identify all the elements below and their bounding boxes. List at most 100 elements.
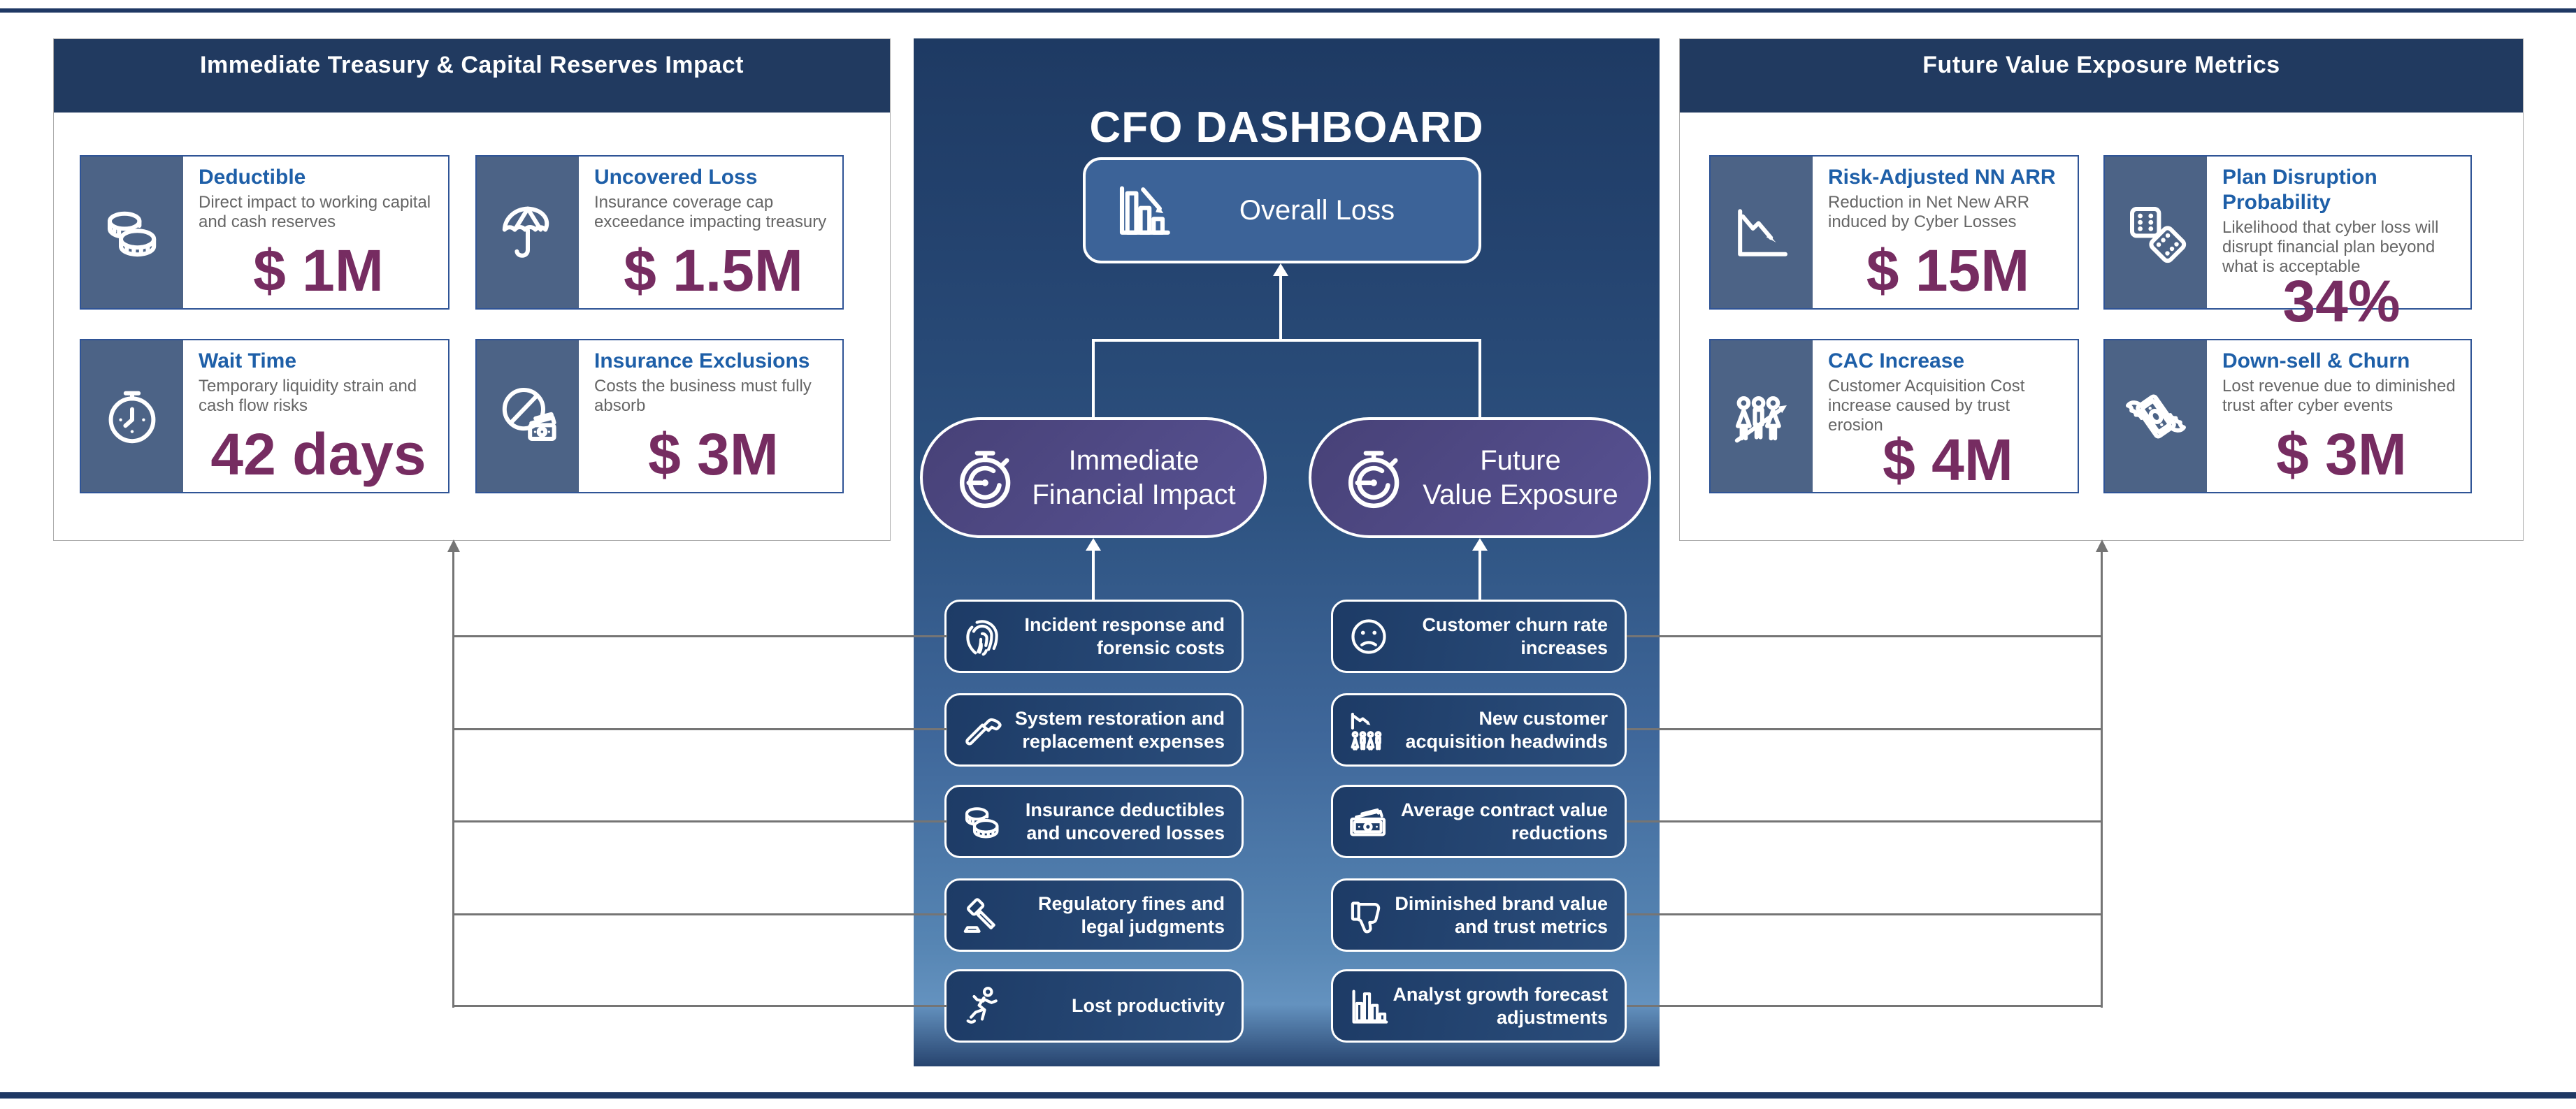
uncovered-loss-card-text: Uncovered Loss Insurance coverage cap ex… [579, 157, 842, 308]
card-value: $ 15M [1866, 237, 2030, 303]
dice-icon [2105, 157, 2207, 308]
connector-line [1478, 551, 1481, 600]
connector-line [454, 820, 947, 822]
connector-line [1092, 551, 1095, 600]
card-desc: Customer Acquisition Cost increase cause… [1828, 377, 2025, 435]
connector-line [1627, 820, 2101, 822]
pill-line1: Future [1480, 444, 1561, 476]
wait-time-card-text: Wait Time Temporary liquidity strain and… [183, 340, 448, 492]
fingerprint-icon [966, 619, 998, 655]
overall-loss-node: Overall Loss [1083, 157, 1481, 263]
hammer-icon [965, 718, 1002, 746]
card-value: $ 4M [1883, 427, 2013, 493]
coins-icon [81, 157, 183, 308]
list-item-label: Analyst growth forecast adjustments [1393, 984, 1608, 1028]
connector-line [2101, 552, 2103, 1008]
plan-disruption-card-text: Plan Disruption Probability Likelihood t… [2207, 157, 2470, 331]
arrow-to-right-panel [2096, 539, 2108, 552]
card-title: Down-sell & Churn [2222, 349, 2410, 372]
immediate-treasury-panel: Immediate Treasury & Capital Reserves Im… [53, 38, 891, 541]
list-item-label: Customer churn rate increases [1422, 614, 1608, 658]
card-value: $ 3M [648, 421, 779, 487]
list-item-label: System restoration and replacement expen… [1014, 708, 1225, 752]
card-title: Wait Time [199, 349, 297, 372]
plan-disruption-card: Plan Disruption Probability Likelihood t… [2103, 155, 2472, 331]
cac-increase-card: CAC Increase Customer Acquisition Cost i… [1709, 339, 2079, 493]
future-value-header: Future Value Exposure Metrics [1680, 39, 2523, 113]
connector-line [1627, 728, 2101, 730]
pill-line2: Financial Impact [1032, 479, 1236, 510]
connector-line [1627, 1005, 2101, 1007]
no-money-icon [477, 340, 579, 492]
card-desc: Temporary liquidity strain and cash flow… [199, 377, 417, 416]
pill-line2: Value Exposure [1423, 479, 1618, 510]
card-title: CAC Increase [1828, 349, 1965, 372]
downsell-churn-card-text: Down-sell & Churn Lost revenue due to di… [2207, 340, 2470, 492]
list-item-acquisition-headwinds: New customer acquisition headwinds [1331, 693, 1627, 767]
immediate-financial-impact-pill: Immediate Financial Impact [920, 417, 1267, 538]
insurance-exclusions-card: Insurance Exclusions Costs the business … [475, 339, 844, 493]
people-growth-icon [1711, 340, 1813, 492]
risk-adjusted-arr-card-text: Risk-Adjusted NN ARR Reduction in Net Ne… [1813, 157, 2078, 308]
gavel-icon [963, 897, 995, 933]
list-item-label: Diminished brand value and trust metrics [1395, 893, 1608, 937]
declining-bars-icon [1119, 186, 1170, 235]
connector-line [1627, 913, 2101, 915]
card-title: Insurance Exclusions [594, 349, 810, 372]
future-value-panel: Future Value Exposure Metrics Risk-Adjus… [1679, 38, 2524, 541]
wait-time-card: Wait Time Temporary liquidity strain and… [80, 339, 449, 493]
coins-icon [965, 806, 999, 839]
bottom-rule [0, 1092, 2576, 1099]
flying-money-icon [2105, 340, 2207, 492]
acquisition-decline-icon [1351, 712, 1382, 751]
list-item-label: Incident response and forensic costs [1024, 614, 1225, 658]
overall-loss-label: Overall Loss [1239, 194, 1395, 226]
card-desc: Reduction in Net New ARR induced by Cybe… [1828, 193, 2030, 232]
list-item-insurance-deductibles: Insurance deductibles and uncovered loss… [944, 785, 1244, 858]
card-value: $ 3M [2276, 421, 2407, 487]
list-item-incident-response: Incident response and forensic costs [944, 600, 1244, 673]
center-panel-title: CFO DASHBOARD [1089, 103, 1484, 152]
card-desc: Insurance coverage cap exceedance impact… [594, 193, 827, 232]
list-item-analyst-forecast: Analyst growth forecast adjustments [1331, 969, 1627, 1043]
list-item-customer-churn: Customer churn rate increases [1331, 600, 1627, 673]
connector-line [1279, 276, 1282, 340]
card-title: Plan Disruption Probability [2222, 166, 2377, 214]
uncovered-loss-card: Uncovered Loss Insurance coverage cap ex… [475, 155, 844, 310]
list-item-label: New customer acquisition headwinds [1405, 708, 1608, 752]
connector-line [454, 1005, 947, 1007]
banknote-icon [1350, 808, 1386, 836]
connector-line [1627, 635, 2101, 637]
card-title: Risk-Adjusted NN ARR [1828, 166, 2056, 189]
connector-line [1092, 339, 1481, 342]
downsell-churn-card: Down-sell & Churn Lost revenue due to di… [2103, 339, 2472, 493]
card-desc: Costs the business must fully absorb [594, 377, 812, 416]
cfo-dashboard-center-panel: CFO DASHBOARD Overall Loss Immediate Fin… [914, 38, 1660, 1066]
bar-chart-icon [1352, 989, 1388, 1024]
card-desc: Lost revenue due to diminished trust aft… [2222, 377, 2456, 416]
arrow-to-future-pill [1472, 538, 1488, 551]
arrow-to-overall-loss [1273, 263, 1288, 276]
pill-line1: Immediate [1068, 444, 1200, 476]
future-value-exposure-label: Future Value Exposure [1411, 444, 1648, 512]
list-item-label: Lost productivity [1071, 995, 1225, 1017]
immediate-treasury-header-title: Immediate Treasury & Capital Reserves Im… [200, 52, 744, 78]
list-item-brand-value: Diminished brand value and trust metrics [1331, 878, 1627, 952]
list-item-label: Regulatory fines and legal judgments [1037, 893, 1225, 937]
arrow-to-immediate-pill [1086, 538, 1101, 551]
connector-line [454, 913, 947, 915]
connector-line [454, 635, 947, 637]
card-value: $ 1M [253, 237, 384, 303]
top-rule [0, 8, 2576, 13]
thumbs-down-icon [1351, 901, 1381, 933]
card-title: Uncovered Loss [594, 166, 758, 189]
connector-line [454, 728, 947, 730]
immediate-financial-impact-label: Immediate Financial Impact [1022, 444, 1264, 512]
runner-icon [966, 986, 998, 1024]
umbrella-icon [477, 157, 579, 308]
deductible-card: Deductible Direct impact to working capi… [80, 155, 449, 310]
list-item-regulatory-fines: Regulatory fines and legal judgments [944, 878, 1244, 952]
list-item-lost-productivity: Lost productivity [944, 969, 1244, 1043]
list-item-contract-value: Average contract value reductions [1331, 785, 1627, 858]
